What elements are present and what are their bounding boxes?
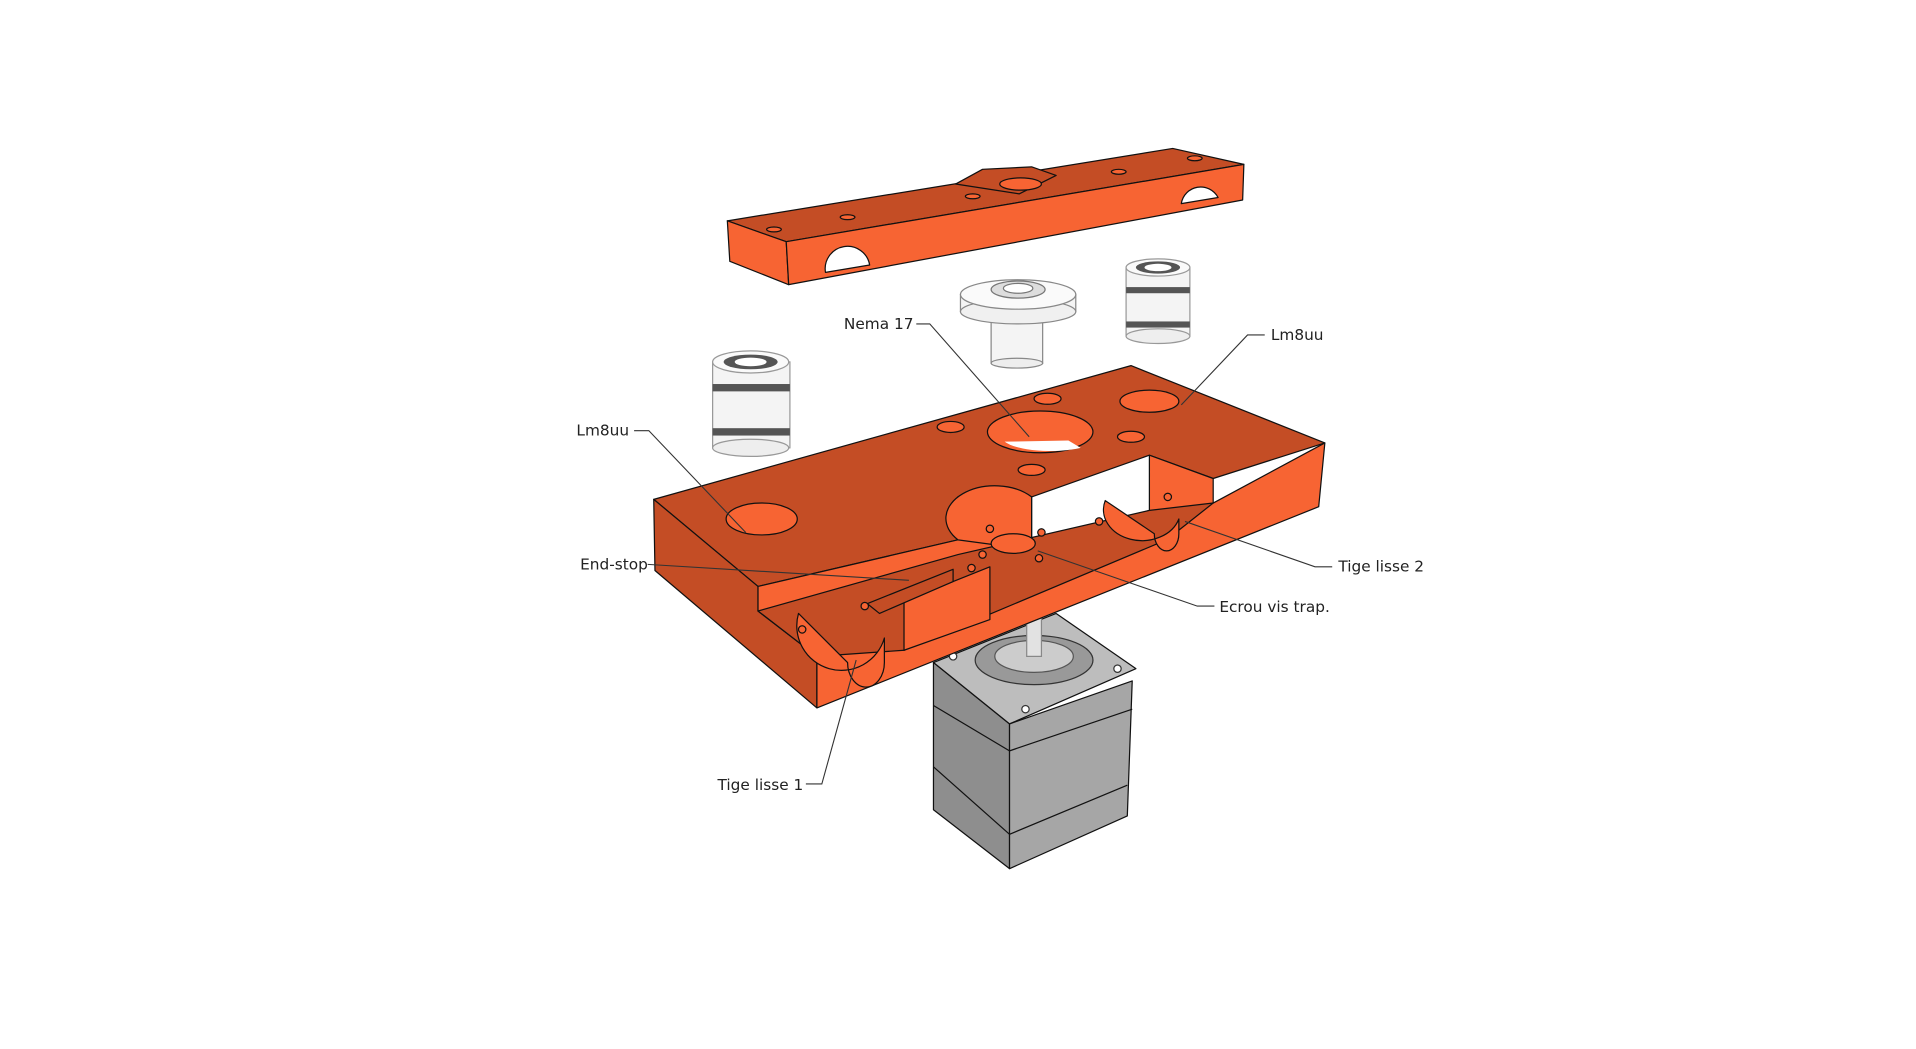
leader-lines [634,323,1333,785]
label-tige-lisse-1: Tige lisse 1 [717,776,804,794]
nema17-motor [932,588,1137,870]
label-lm8uu-left: Lm8uu [576,422,629,440]
main-carriage-block [653,365,1326,709]
label-ecrou-vis-trap: Ecrou vis trap. [1219,598,1330,616]
trapezoidal-nut [959,279,1077,369]
label-nema17: Nema 17 [844,315,914,333]
lm8uu-bearing-right [1125,258,1191,345]
lm8uu-bearing-left [712,350,791,458]
label-tige-lisse-2: Tige lisse 2 [1337,558,1424,576]
label-end-stop: End-stop [580,555,648,573]
label-lm8uu-right: Lm8uu [1271,326,1324,344]
top-clamp-plate [726,147,1245,286]
